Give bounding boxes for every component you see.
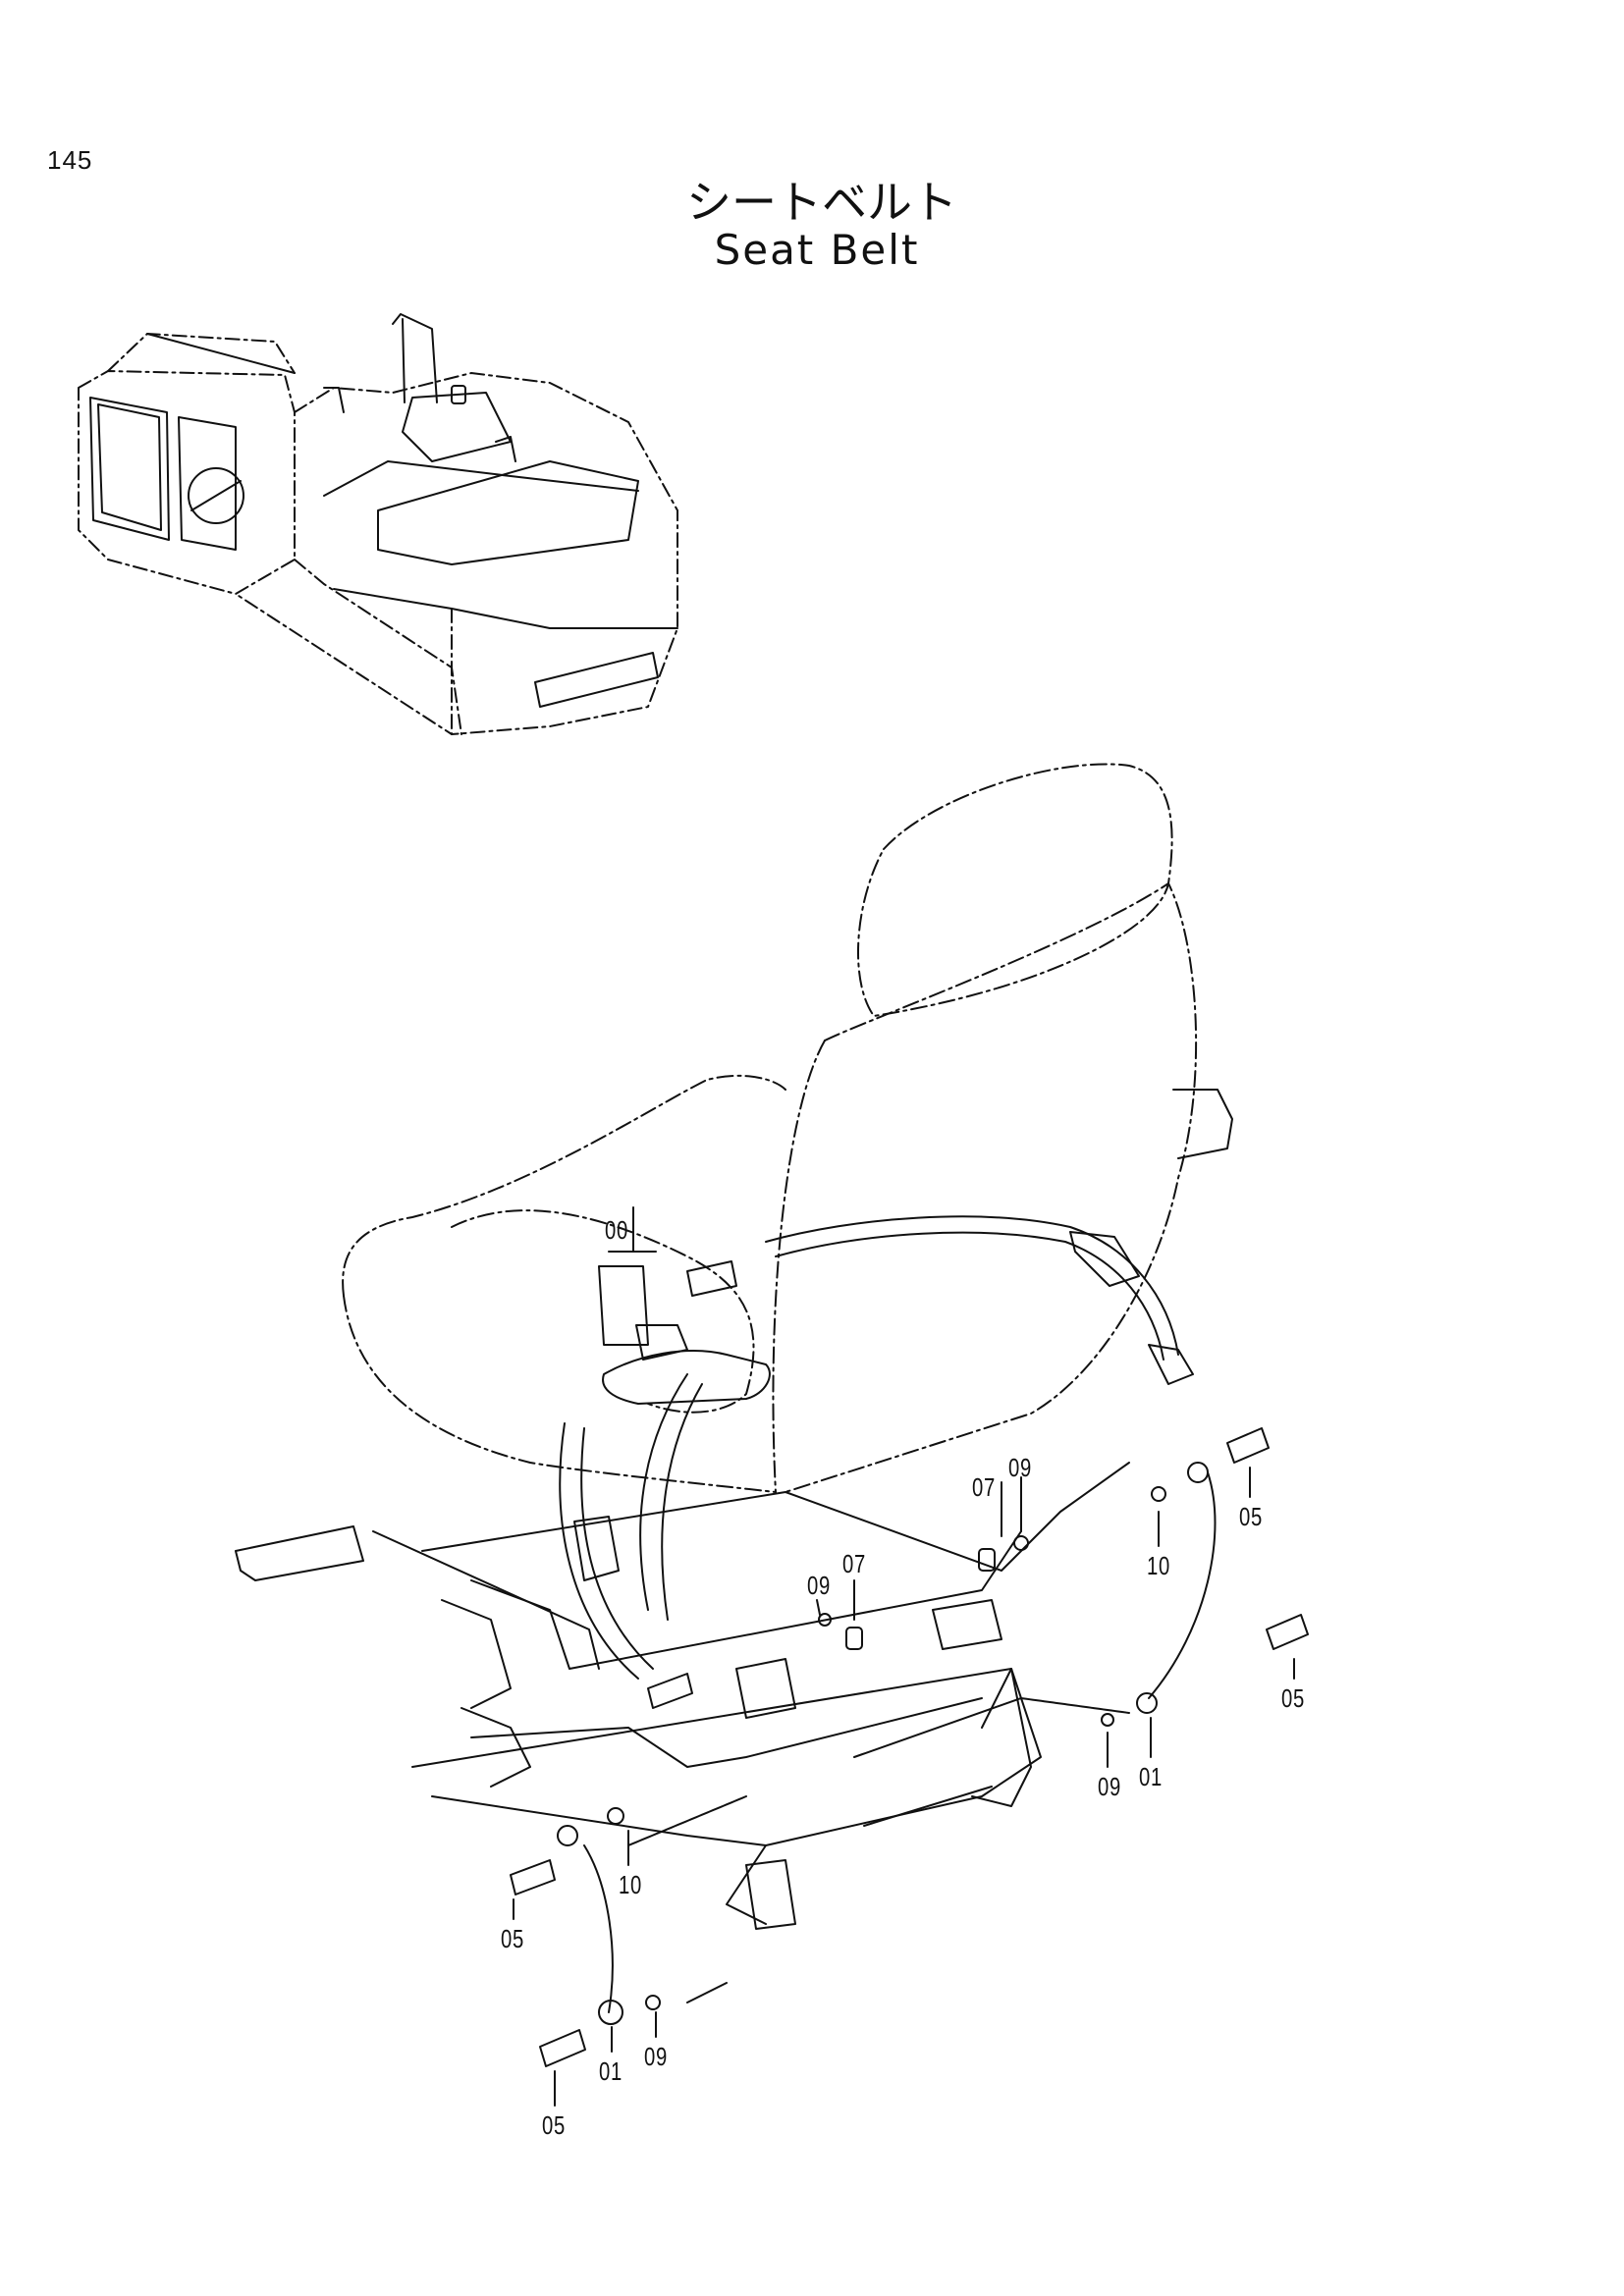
callout-09-bottom: 09 — [644, 2042, 669, 2071]
title-japanese: シートベルト — [686, 176, 957, 229]
callout-05-bottom: 05 — [542, 2110, 567, 2140]
callout-01-right: 01 — [1139, 1762, 1164, 1791]
callout-01-bottom: 01 — [599, 2056, 623, 2086]
excavator-overview-icon — [78, 313, 678, 735]
callout-05-left: 05 — [501, 1924, 525, 1953]
callout-05-top-right: 05 — [1239, 1502, 1264, 1531]
callout-09-right: 09 — [1098, 1772, 1122, 1801]
page-number: 145 — [47, 145, 93, 175]
seat-belt-assembly-icon — [235, 763, 1309, 2107]
callout-07-upper: 07 — [972, 1472, 997, 1502]
callout-10-left: 10 — [619, 1870, 643, 1899]
callout-09-upper-right: 09 — [1008, 1453, 1033, 1482]
callout-07-lower: 07 — [842, 1549, 867, 1578]
callout-00: 00 — [605, 1215, 629, 1245]
callout-05-right: 05 — [1281, 1683, 1306, 1713]
title-english: Seat Belt — [714, 226, 920, 274]
callout-10-right: 10 — [1147, 1551, 1171, 1580]
callout-09-upper-left: 09 — [807, 1571, 832, 1600]
